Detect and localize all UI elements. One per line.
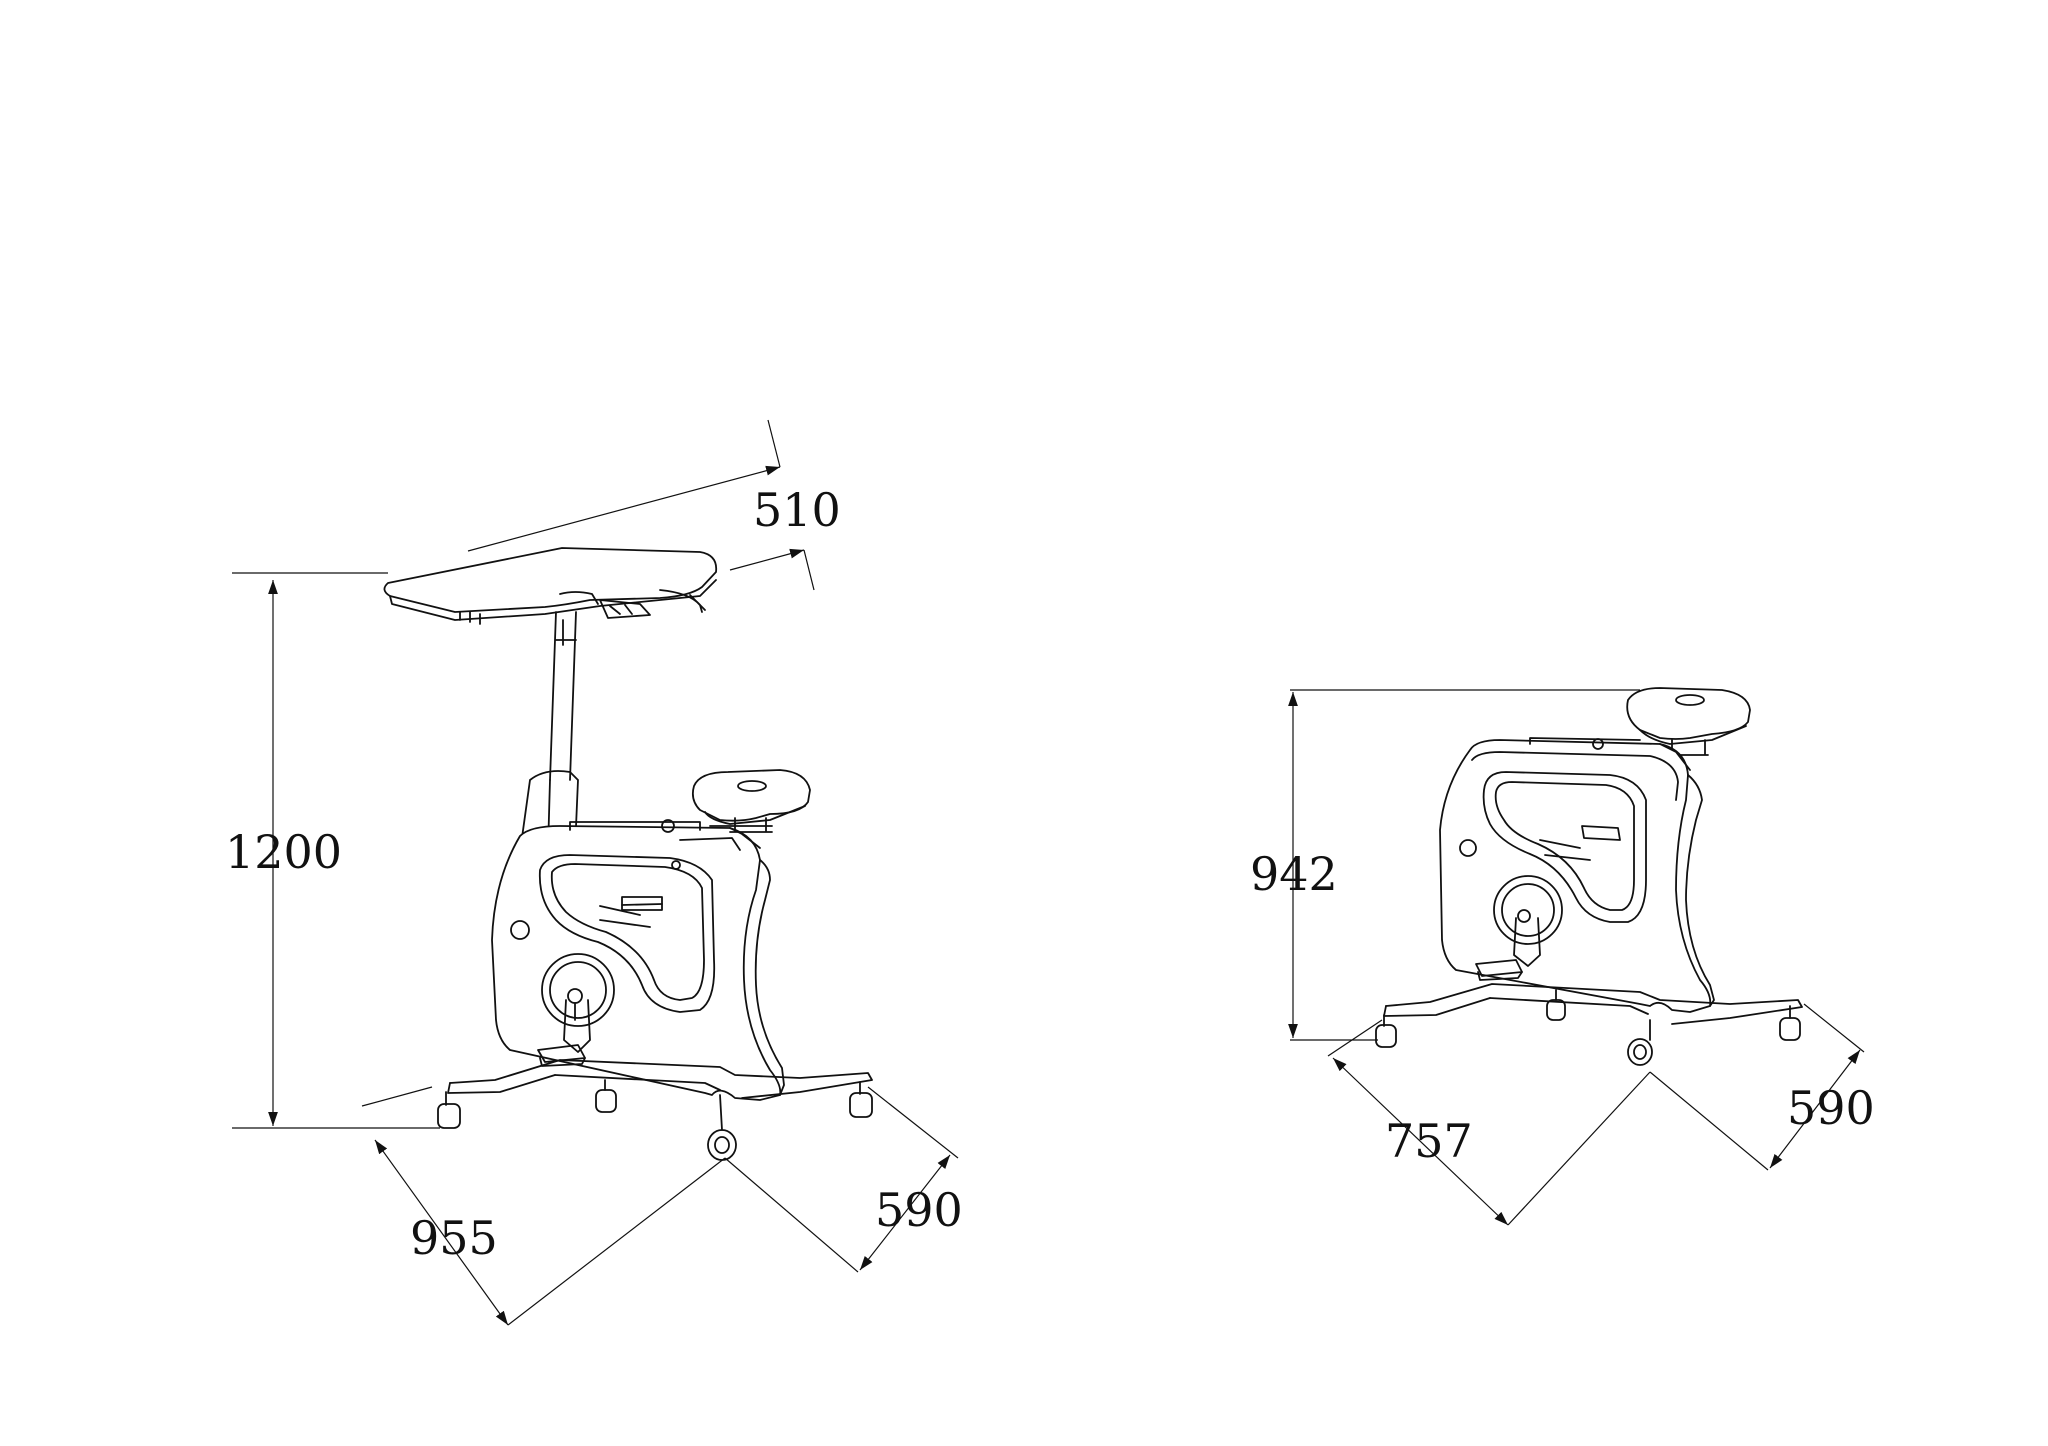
dimension-length: 757	[1327, 1019, 1651, 1226]
base-legs	[437, 1059, 873, 1161]
dimension-width: 590	[1649, 1003, 1875, 1171]
dimension-label: 942	[1250, 847, 1338, 901]
dimension-label: 757	[1385, 1114, 1473, 1168]
dimension-height: 1200	[225, 580, 440, 1129]
bike-desk-with-table: 510 1200 955 590	[225, 419, 963, 1326]
seat	[1626, 687, 1751, 756]
caster	[1779, 1005, 1801, 1041]
base-legs	[1375, 983, 1803, 1066]
desk-top	[383, 547, 718, 625]
dimension-label: 590	[875, 1183, 963, 1237]
pedals	[1475, 959, 1523, 981]
caster	[849, 1081, 873, 1118]
dimension-height: 942	[1250, 689, 1640, 1041]
bike-without-table: 942 757 590	[1250, 687, 1875, 1226]
desk-mast	[519, 611, 579, 853]
dimension-width: 590	[724, 1086, 963, 1273]
caster	[437, 1091, 461, 1129]
dimension-length: 955	[361, 1086, 726, 1326]
caster	[595, 1079, 617, 1113]
bike-frame	[491, 819, 785, 1101]
caster	[1627, 1019, 1653, 1066]
caster	[707, 1094, 737, 1161]
caster	[1546, 989, 1566, 1021]
bike-frame	[1439, 737, 1715, 1013]
dimension-label: 1200	[225, 825, 342, 879]
flywheel	[541, 953, 615, 1053]
dimension-label: 590	[1787, 1081, 1875, 1135]
flywheel	[1493, 875, 1563, 967]
caster	[1375, 1014, 1397, 1048]
dimension-label: 955	[410, 1211, 498, 1265]
dimension-label: 510	[753, 483, 841, 537]
dimension-desk-depth: 510	[232, 419, 841, 591]
seat	[691, 769, 811, 833]
